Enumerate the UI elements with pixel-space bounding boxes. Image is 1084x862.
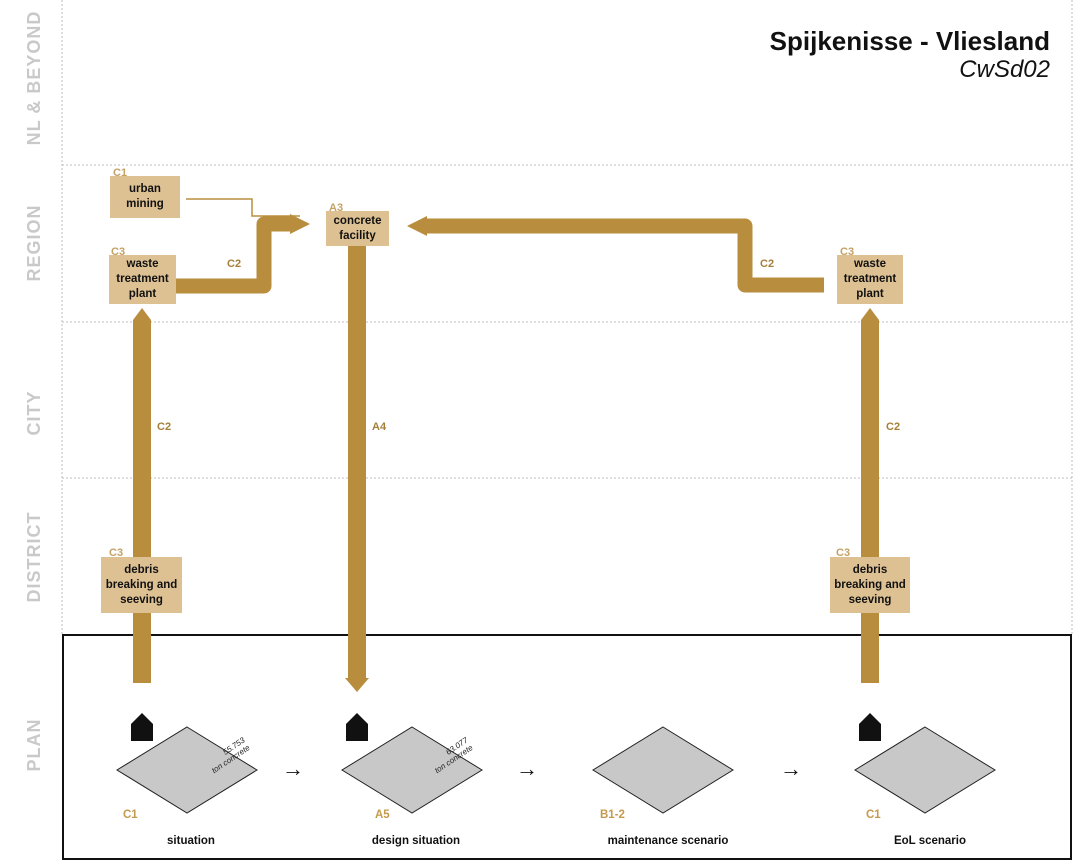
flow-a4-vertical	[348, 246, 366, 678]
scenario-label-design: design situation	[371, 835, 461, 847]
plan-frame	[62, 634, 1072, 860]
flow-label-a4-city: A4	[372, 421, 387, 433]
flow-label-c2-region-right: C2	[760, 258, 775, 270]
project-code: CwSd02	[959, 56, 1050, 83]
scenario-code-design: A5	[375, 809, 390, 821]
lane-grid	[61, 0, 1073, 636]
project-title: Spijkenisse - Vliesland	[769, 26, 1050, 56]
scenario-arrow-2: →	[516, 756, 538, 781]
scenario-arrow-1: →	[282, 756, 304, 781]
box-code-debris-right: C3	[836, 547, 851, 559]
scenario-code-eol: C1	[866, 809, 881, 821]
flow-arrowhead-a4-down	[345, 678, 369, 692]
urban-mining-flow-line	[186, 198, 300, 217]
box-waste-treatment-right: waste treatment plant	[837, 255, 903, 304]
lane-label-region: REGION	[24, 204, 44, 282]
house-icon	[346, 713, 368, 741]
box-label-debris-left: debris breaking and seeving	[105, 563, 178, 606]
flow-waste-right-to-facility	[425, 218, 824, 293]
scenario-diamond-eol	[854, 726, 996, 814]
box-debris-left: debris breaking and seeving	[101, 557, 182, 613]
lane-label-nl-beyond: NL & BEYOND	[24, 10, 44, 146]
box-urban-mining: urban mining	[110, 176, 180, 218]
flow-arrowhead-facility-left	[290, 214, 310, 234]
scenario-label-maintenance: maintenance scenario	[607, 835, 729, 847]
scenario-code-situation: C1	[123, 809, 138, 821]
scenario-diamond-situation	[116, 726, 258, 814]
flow-arrowhead-right-up	[861, 308, 879, 320]
flow-right-vertical	[861, 320, 879, 683]
box-label-urban-mining: urban mining	[126, 183, 164, 210]
box-label-concrete-facility: concrete facility	[333, 214, 382, 242]
box-debris-right: debris breaking and seeving	[830, 557, 910, 613]
flow-label-c2-region-left: C2	[227, 258, 242, 270]
scenario-code-maintenance: B1-2	[600, 809, 625, 821]
scenario-label-situation: situation	[167, 835, 215, 847]
flow-left-vertical	[133, 320, 151, 683]
box-label-debris-right: debris breaking and seeving	[834, 563, 906, 606]
lane-label-district: DISTRICT	[24, 511, 44, 603]
house-icon	[859, 713, 881, 741]
flow-waste-left-to-facility	[176, 216, 292, 294]
flow-label-c2-city-left: C2	[157, 421, 172, 433]
lane-label-plan: PLAN	[24, 718, 44, 772]
scenario-label-eol: EoL scenario	[893, 835, 966, 847]
box-code-debris-left: C3	[109, 547, 124, 559]
box-concrete-facility: concrete facility	[326, 211, 389, 246]
lane-label-city: CITY	[24, 390, 44, 436]
box-label-waste-left: waste treatment plant	[116, 258, 169, 300]
scenario-arrow-3: →	[780, 756, 802, 781]
house-icon	[131, 713, 153, 741]
box-label-waste-right: waste treatment plant	[843, 258, 897, 300]
scenario-diamond-design	[341, 726, 483, 814]
flow-arrowhead-left-up	[133, 308, 151, 320]
box-waste-treatment-left: waste treatment plant	[109, 255, 176, 304]
flow-arrowhead-facility-right	[407, 216, 427, 236]
diagram-title: Spijkenisse - Vliesland CwSd02	[770, 26, 1050, 84]
scenario-diamond-maintenance	[592, 726, 734, 814]
flow-label-c2-city-right: C2	[886, 421, 901, 433]
